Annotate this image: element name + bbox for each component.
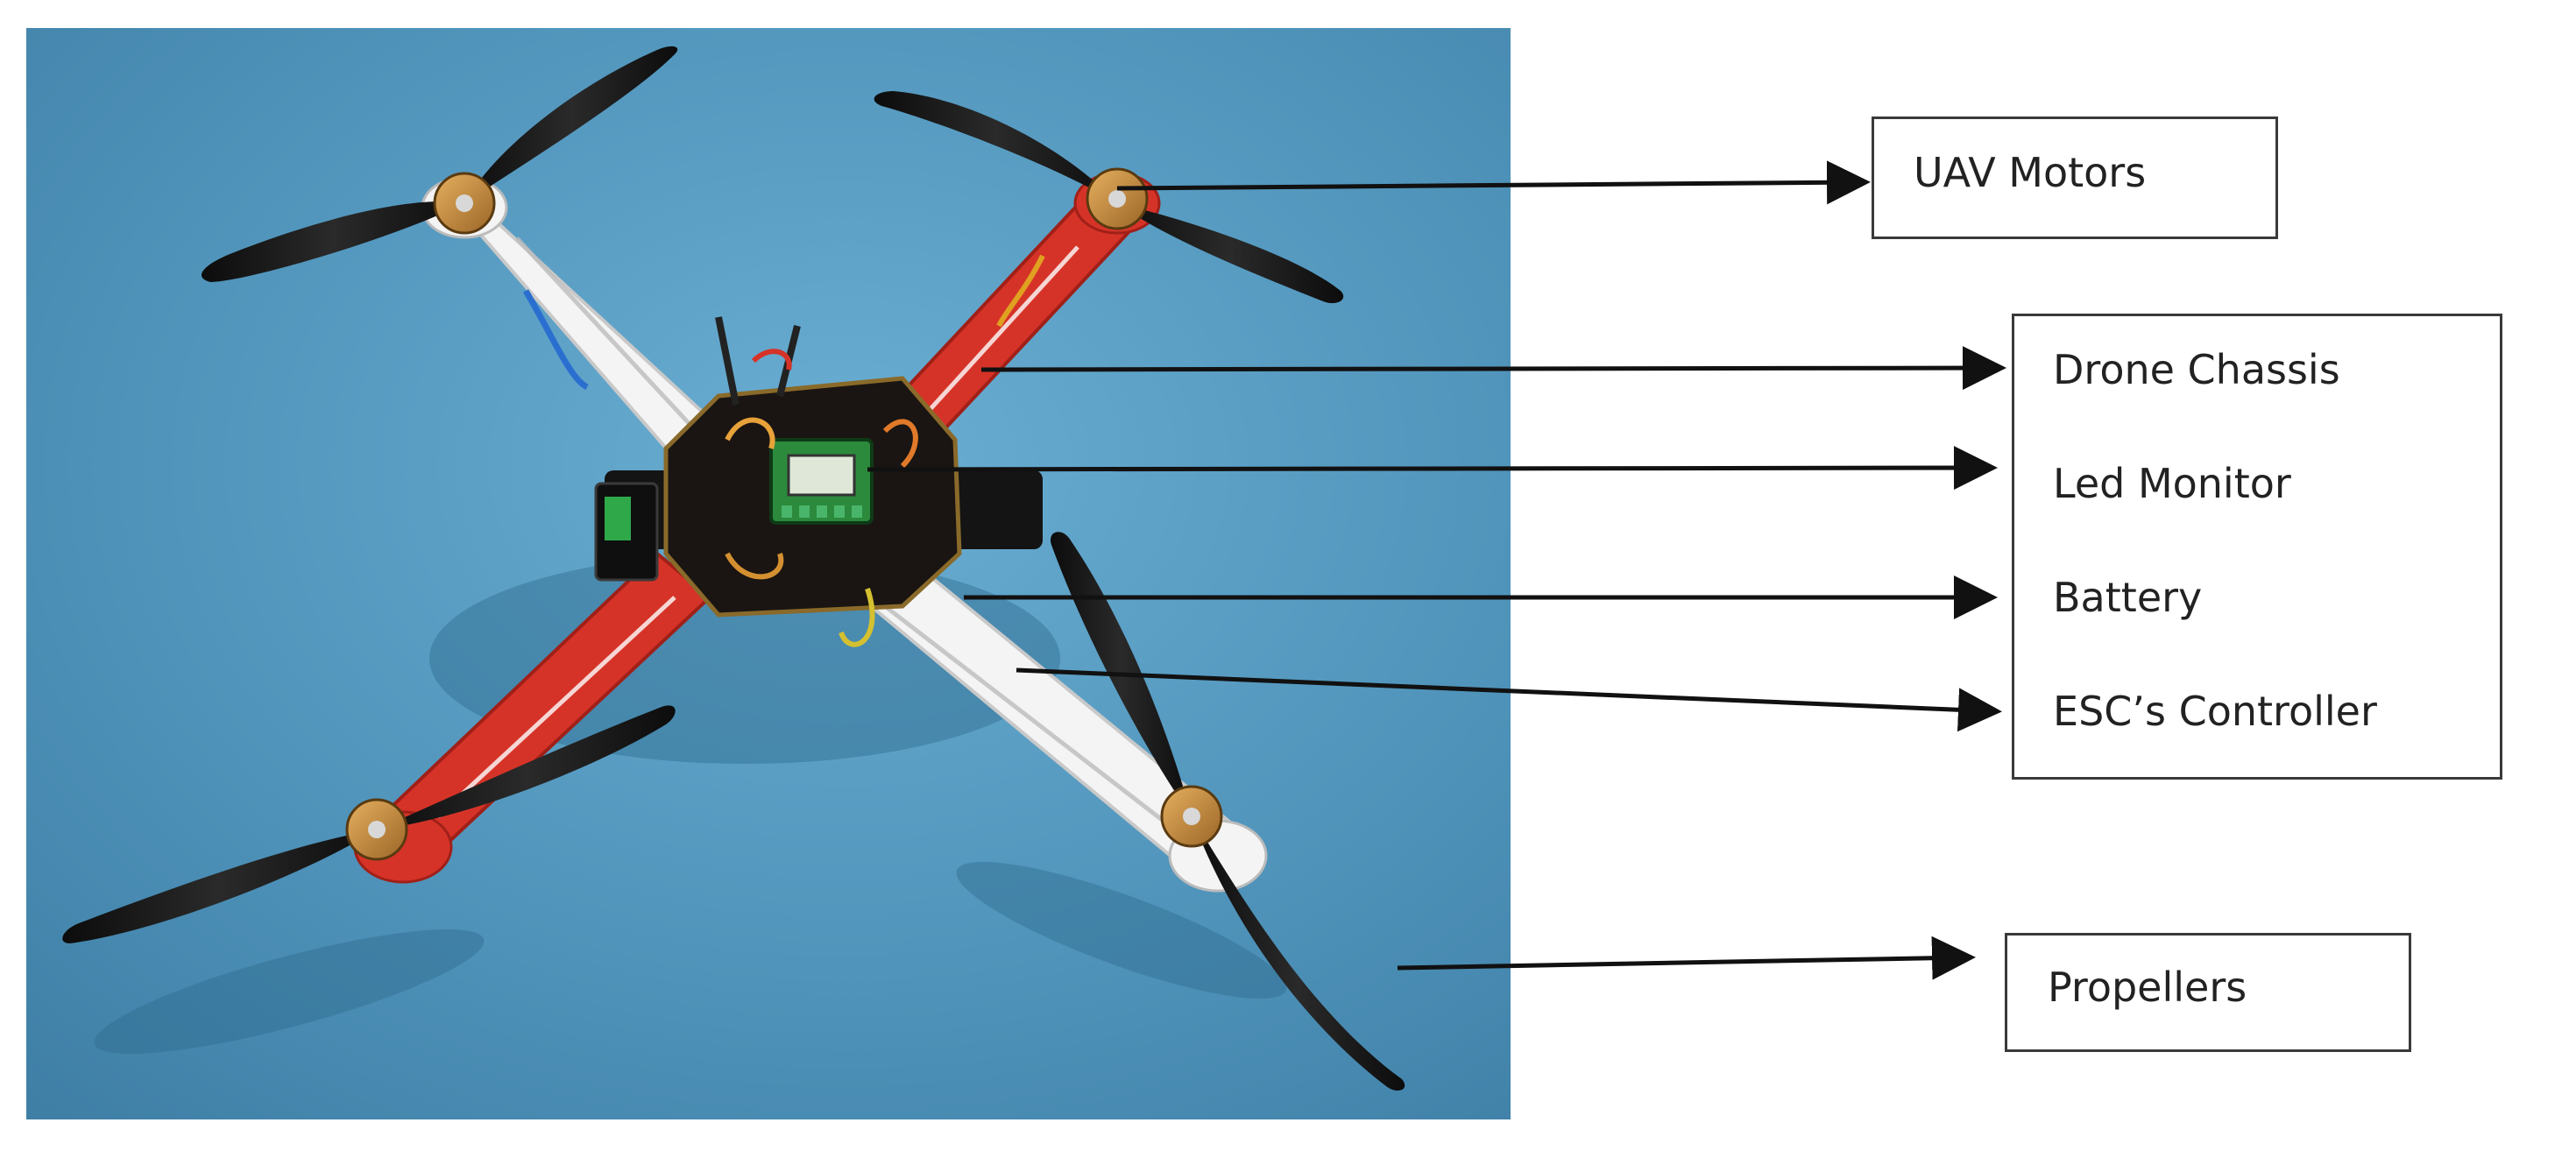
arrow-esc-controller [1016,667,2002,732]
uav-motors [345,167,1223,861]
flight-board [522,254,1045,647]
arrow-uav-motors [1116,160,1871,205]
arrow-drone-chassis [980,346,2006,391]
esc-controller-label: ESC’s Controller [2053,688,2377,735]
propellers-box [2005,933,2411,1052]
propellers-label: Propellers [2048,964,2247,1011]
drone-chassis-label: Drone Chassis [2053,346,2340,393]
arrow-led-monitor [867,446,1998,491]
battery-label: Battery [2053,574,2203,621]
drone-photo [26,28,1511,1119]
uav-motors-label: UAV Motors [1914,149,2147,196]
drone-illustration [26,28,1511,1119]
led-monitor-label: Led Monitor [2053,460,2291,507]
components-box [2012,314,2502,780]
arrow-propellers [1397,936,1976,980]
uav-motors-box [1872,117,2278,239]
